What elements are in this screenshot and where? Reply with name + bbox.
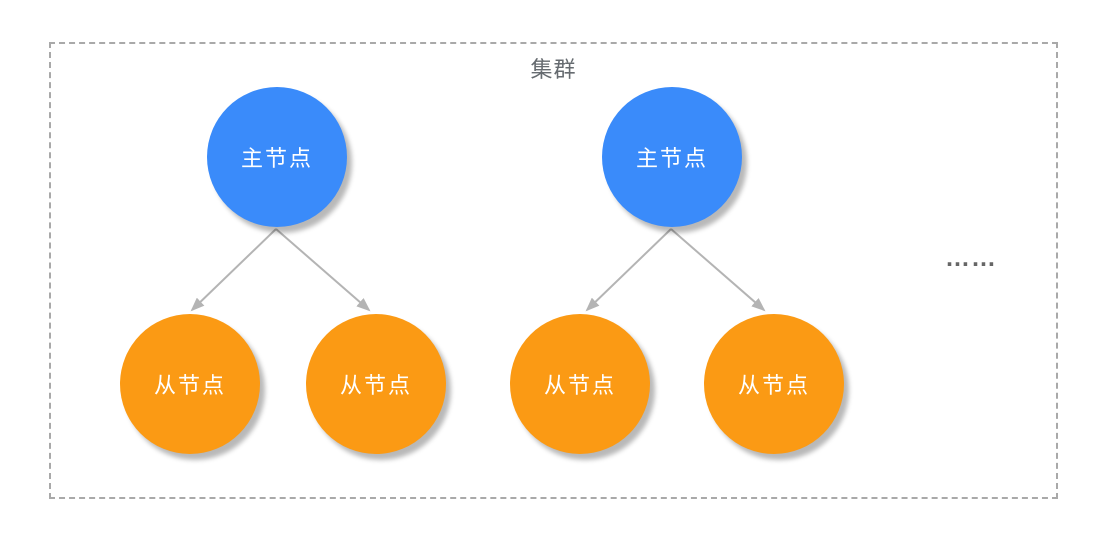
cluster-boundary: [49, 42, 1058, 499]
more-clusters-ellipsis: ……: [945, 244, 997, 272]
diagram-title: 集群: [530, 57, 577, 82]
slave-node-2: 从节点: [306, 314, 446, 454]
slave-node-3: 从节点: [510, 314, 650, 454]
master-node-1-label: 主节点: [240, 146, 313, 171]
master-node-2-label: 主节点: [635, 146, 708, 171]
slave-node-2-label: 从节点: [339, 373, 412, 398]
slave-node-4: 从节点: [704, 314, 844, 454]
master-node-2: 主节点: [602, 87, 742, 227]
slave-node-1-label: 从节点: [153, 373, 226, 398]
slave-node-1: 从节点: [120, 314, 260, 454]
master-node-1: 主节点: [207, 87, 347, 227]
slave-node-3-label: 从节点: [543, 373, 616, 398]
slave-node-4-label: 从节点: [737, 373, 810, 398]
